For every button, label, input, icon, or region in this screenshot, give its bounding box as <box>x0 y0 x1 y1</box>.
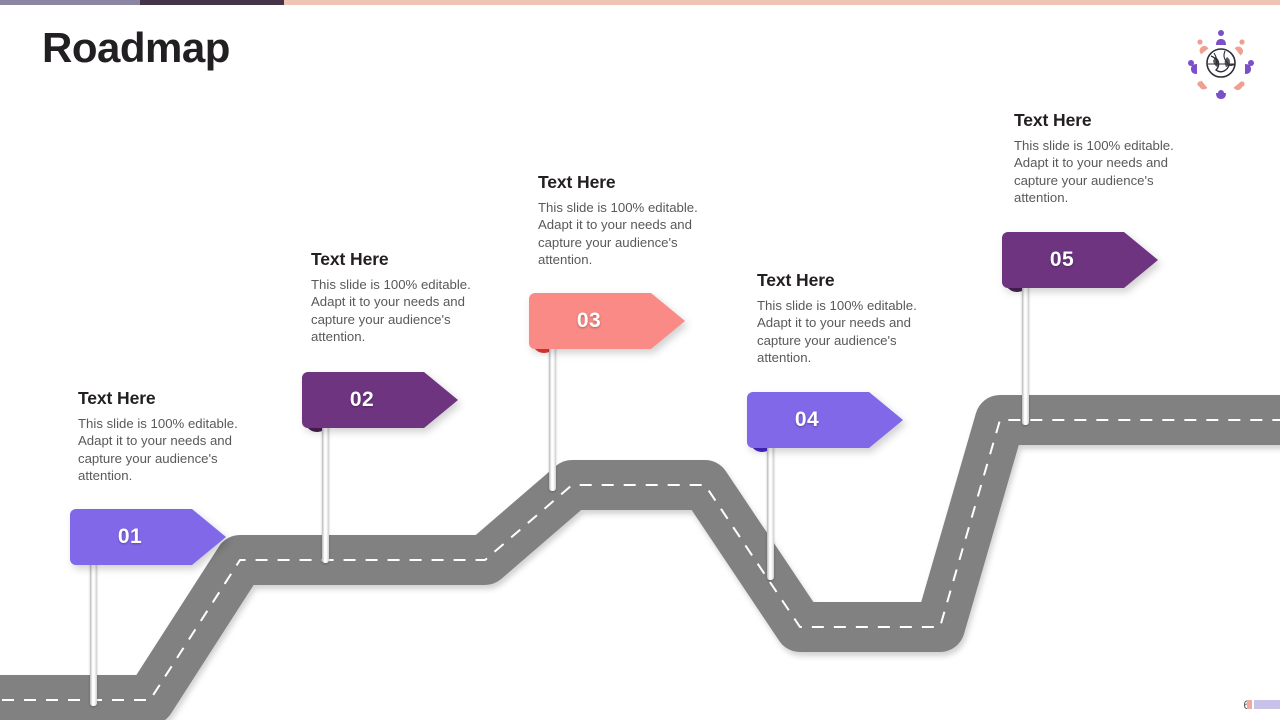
milestone-02-text: Text Here This slide is 100% editable. A… <box>311 249 473 346</box>
footer-accent-bars <box>1247 700 1280 709</box>
milestone-04-flag-shape <box>747 392 903 448</box>
top-accent-segment-1 <box>0 0 140 5</box>
milestone-02-pole <box>322 385 329 563</box>
milestone-04-title: Text Here <box>757 270 835 290</box>
milestone-04-flag[interactable]: 04 <box>747 388 909 452</box>
milestone-03-title: Text Here <box>538 172 616 192</box>
milestone-02-flag-shape <box>302 372 458 428</box>
footer-accent-bar-2 <box>1254 700 1280 709</box>
milestone-02-flag[interactable]: 02 <box>302 368 464 432</box>
milestone-05-title: Text Here <box>1014 110 1092 130</box>
milestone-05-flag[interactable]: 05 <box>1002 228 1164 292</box>
milestone-01-title: Text Here <box>78 388 156 408</box>
milestone-04-text: Text Here This slide is 100% editable. A… <box>757 270 922 367</box>
top-accent-segment-2 <box>140 0 284 5</box>
milestone-04-body: This slide is 100% editable. Adapt it to… <box>757 297 917 366</box>
milestone-03-flag-shape <box>529 293 685 349</box>
milestone-02-title: Text Here <box>311 249 389 269</box>
milestone-01-flag[interactable]: 01 <box>70 505 232 569</box>
milestone-01-body: This slide is 100% editable. Adapt it to… <box>78 415 238 484</box>
milestone-05-text: Text Here This slide is 100% editable. A… <box>1014 110 1179 207</box>
milestone-05-flag-shape <box>1002 232 1158 288</box>
top-accent-bar <box>0 0 1280 5</box>
top-accent-segment-3 <box>284 0 1280 5</box>
road-center-dash <box>0 419 1280 701</box>
globe-people-logo <box>1184 26 1258 100</box>
milestone-01-text: Text Here This slide is 100% editable. A… <box>78 388 243 485</box>
milestone-02-body: This slide is 100% editable. Adapt it to… <box>311 276 471 345</box>
milestone-01-flag-shape <box>70 509 226 565</box>
page-title: Roadmap <box>42 24 230 71</box>
milestone-05-pole <box>1022 245 1029 425</box>
milestone-05-body: This slide is 100% editable. Adapt it to… <box>1014 137 1174 206</box>
milestone-04-pole <box>767 405 774 580</box>
milestone-01-pole <box>90 520 97 706</box>
milestone-03-pole <box>549 306 556 491</box>
milestone-03-text: Text Here This slide is 100% editable. A… <box>538 172 700 269</box>
page-number: 6 <box>1243 698 1250 712</box>
footer-accent-bar-1 <box>1247 700 1252 709</box>
milestone-03-body: This slide is 100% editable. Adapt it to… <box>538 199 698 268</box>
milestone-03-flag[interactable]: 03 <box>529 289 691 353</box>
